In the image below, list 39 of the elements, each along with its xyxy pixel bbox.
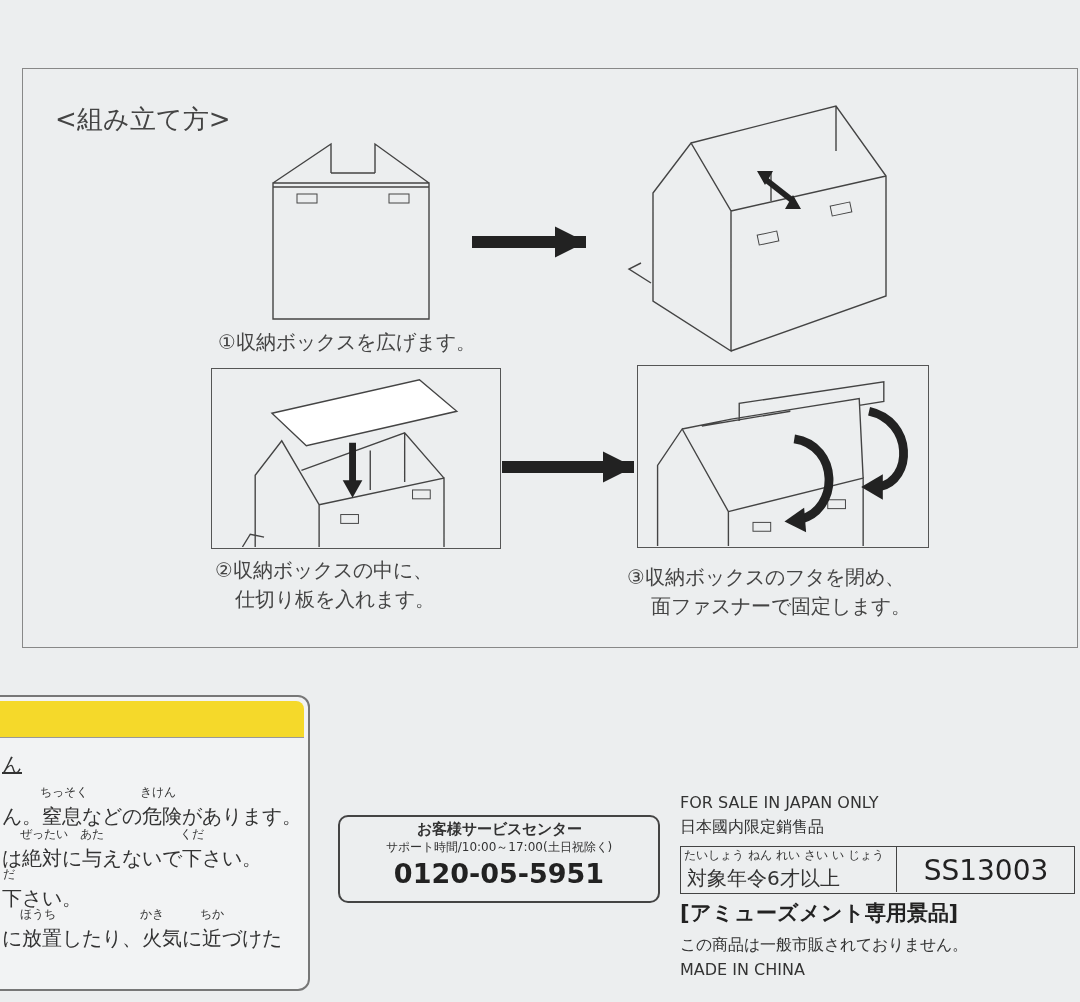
warning-text: 下さい。 <box>2 887 82 909</box>
warning-text: に放置したり、火気に近づけた <box>2 927 282 949</box>
step-caption: ①収納ボックスを広げます。 <box>218 329 477 356</box>
furigana: たいしょう <box>684 849 744 863</box>
arrow <box>472 226 586 258</box>
furigana: ねん <box>748 849 772 863</box>
furigana: だ <box>3 868 15 882</box>
furigana: あた <box>80 828 104 842</box>
contact-box <box>338 815 660 903</box>
notice-text: MADE IN CHINA <box>680 961 805 979</box>
notice-text: 日本國内限定銷售品 <box>680 818 824 836</box>
furigana: きけん <box>140 786 176 800</box>
furigana: ちっそく <box>40 786 88 800</box>
furigana: ぜったい <box>20 828 68 842</box>
table-cell-text: SS13003 <box>922 856 1050 887</box>
notice-text: FOR SALE IN JAPAN ONLY <box>680 794 879 812</box>
step-caption: ③収納ボックスのフタを閉め、面ファスナーで固定します。 <box>627 564 912 620</box>
age-table <box>680 846 1075 894</box>
arrow <box>502 451 634 483</box>
phone-number: 0120-05-5951 <box>392 859 606 889</box>
furigana: かき <box>140 908 164 922</box>
notice-text: この商品は一般市販されておりません。 <box>680 936 968 954</box>
step-caption: ②収納ボックスの中に、仕切り板を入れます。 <box>215 557 436 613</box>
notice-heading: [アミューズメント専用景品] <box>680 902 959 926</box>
furigana: くだ <box>180 828 204 842</box>
furigana: ほうち <box>20 908 56 922</box>
heading: <組み立て方> <box>55 105 231 134</box>
furigana: さい <box>804 849 828 863</box>
instruction-frame <box>22 68 1078 648</box>
warning-text: ん <box>2 753 22 775</box>
furigana: い <box>832 849 844 863</box>
furigana: ちか <box>200 908 224 922</box>
warning-text: は絶対に与えないで下さい。 <box>2 847 262 869</box>
warning-text: ん。窒息などの危険があります。 <box>2 805 302 827</box>
warning-panel <box>0 695 310 991</box>
furigana: じょう <box>848 849 884 863</box>
contact-title: お客様サービスセンター <box>415 821 583 838</box>
support-hours: サポート時間/10:00～17:00(土日祝除く) <box>384 841 614 855</box>
furigana: れい <box>776 849 800 863</box>
